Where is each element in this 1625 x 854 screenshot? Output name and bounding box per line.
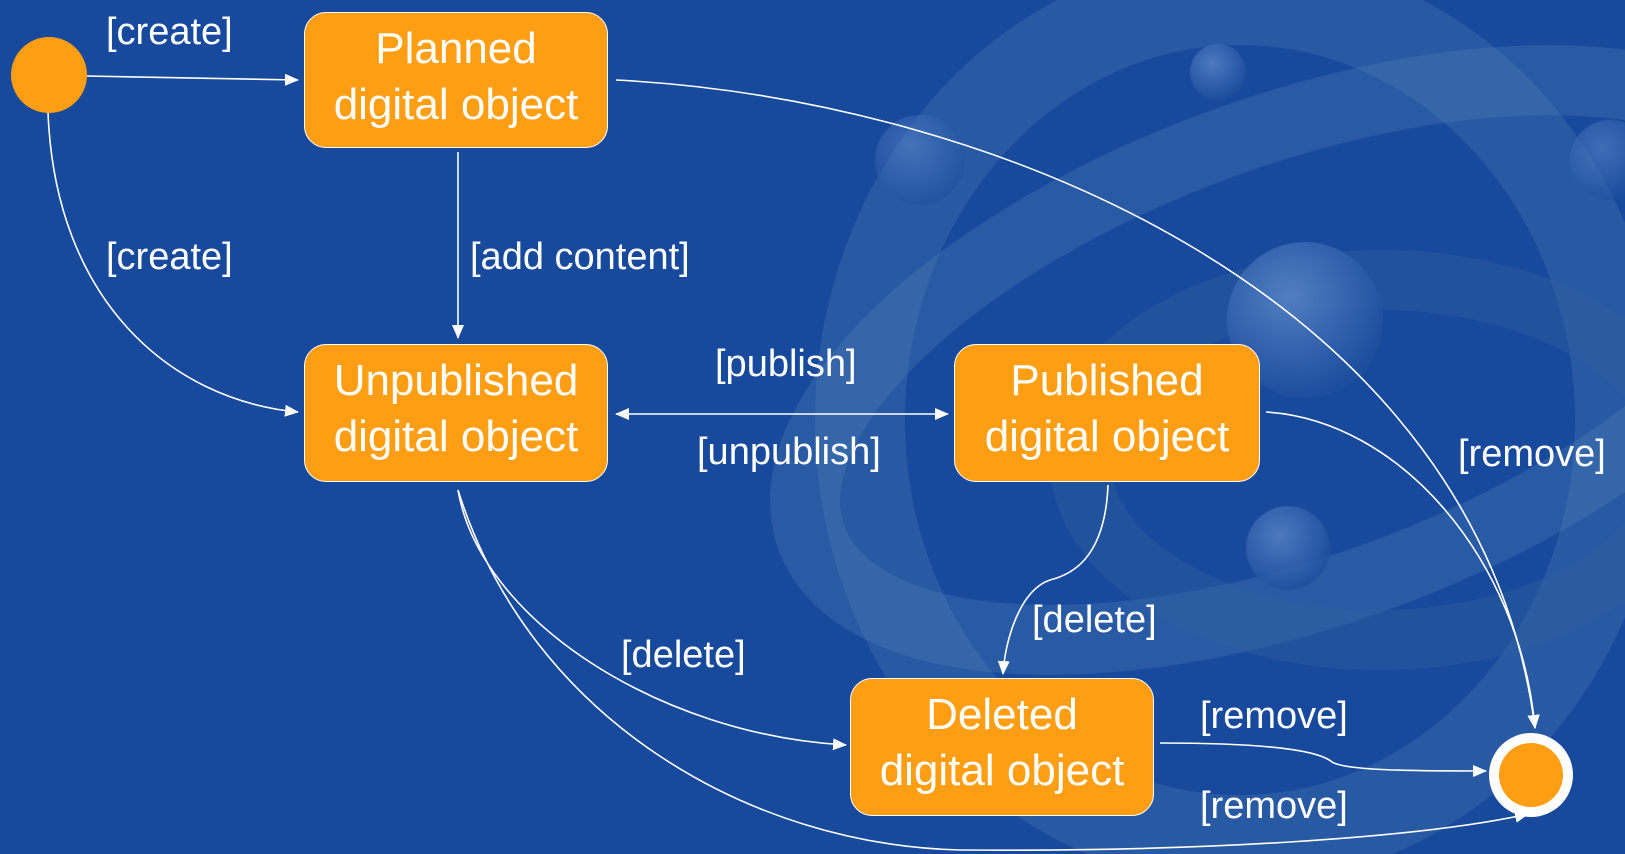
label-add-content: [add content]: [470, 236, 690, 278]
initial-state-node: [11, 37, 87, 113]
edge-planned-to-final: [615, 79, 1540, 729]
edge-unpublished-to-final: [457, 489, 1529, 851]
state-deleted-line1: Deleted: [926, 690, 1078, 739]
edge-published-to-final: [1265, 411, 1540, 729]
label-delete-from-unpublished: [delete]: [621, 634, 746, 676]
label-remove-from-published: [remove]: [1458, 433, 1606, 475]
state-planned-line1: Planned: [375, 24, 537, 73]
state-deleted-line2: digital object: [879, 746, 1125, 795]
state-unpublished: Unpublished digital object: [304, 344, 608, 482]
edge-published-to-deleted: [997, 484, 1109, 675]
label-remove-from-deleted: [remove]: [1200, 695, 1348, 737]
state-unpublished-line1: Unpublished: [333, 356, 579, 405]
edge-unpublished-to-deleted: [457, 489, 847, 751]
state-unpublished-line2: digital object: [333, 412, 579, 461]
edge-deleted-to-final: [1159, 742, 1487, 777]
final-state-inner: [1499, 743, 1563, 807]
label-remove-from-unpublished: [remove]: [1200, 785, 1348, 827]
label-unpublish: [unpublish]: [697, 431, 881, 473]
state-published-line2: digital object: [984, 412, 1230, 461]
final-state-node: [1489, 733, 1573, 817]
edge-create-to-planned: [85, 73, 299, 86]
label-delete-from-published: [delete]: [1032, 599, 1157, 641]
label-create-to-unpublished: [create]: [106, 236, 233, 278]
label-create-to-planned: [create]: [106, 11, 233, 53]
state-published-line1: Published: [1010, 356, 1204, 405]
edge-create-to-unpublished: [47, 111, 299, 417]
state-planned-line2: digital object: [333, 80, 579, 129]
state-published: Published digital object: [954, 344, 1260, 482]
state-deleted: Deleted digital object: [850, 678, 1154, 816]
label-publish: [publish]: [715, 343, 857, 385]
state-planned: Planned digital object: [304, 12, 608, 148]
